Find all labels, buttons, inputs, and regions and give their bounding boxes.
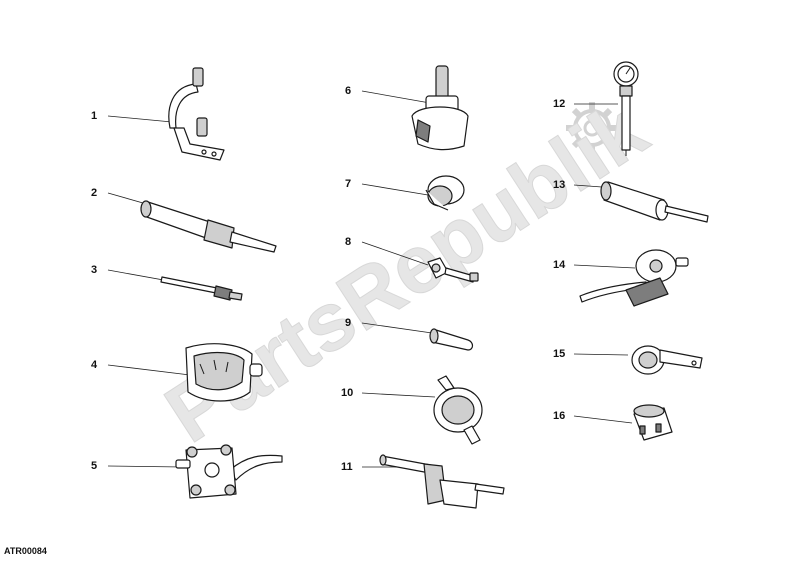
tool-8-clamp-bolt xyxy=(427,257,479,283)
tool-10-clamp-ring xyxy=(433,375,483,445)
tool-4-gauge-housing xyxy=(185,343,263,402)
tool-14-flywheel-puller xyxy=(579,249,689,307)
tool-9-capsule-plug xyxy=(429,328,474,351)
diagram-reference-code: ATR00084 xyxy=(4,546,47,556)
callout-12: 12 xyxy=(553,98,565,110)
tool-2-drift xyxy=(140,200,277,253)
tool-1-c-clamp xyxy=(168,67,225,161)
callout-5: 5 xyxy=(91,460,97,472)
callout-13: 13 xyxy=(553,179,565,191)
callout-15: 15 xyxy=(553,348,565,360)
tool-5-plate-with-handle xyxy=(175,444,283,499)
tool-7-ring xyxy=(425,175,465,211)
tool-15-socket-handle xyxy=(631,345,703,375)
watermark: PartsRepublik xyxy=(150,83,663,461)
callout-4: 4 xyxy=(91,359,98,371)
tool-3-pin xyxy=(160,276,243,301)
callout-1: 1 xyxy=(91,110,97,122)
tool-12-dial-indicator xyxy=(613,61,639,156)
callout-11: 11 xyxy=(341,461,353,473)
callout-3: 3 xyxy=(91,264,97,276)
callout-8: 8 xyxy=(345,236,351,248)
callout-7: 7 xyxy=(345,178,351,190)
callout-14: 14 xyxy=(553,259,566,271)
tool-11-bracket-shafts xyxy=(379,454,505,509)
watermark-text: PartsRepublik xyxy=(150,83,662,460)
tool-16-hex-socket xyxy=(633,404,673,441)
watermark-gear-icon xyxy=(566,102,618,154)
callout-2: 2 xyxy=(91,187,97,199)
callout-6: 6 xyxy=(345,85,351,97)
tool-13-cylinder-drift xyxy=(600,181,709,223)
tool-6-spindle-block xyxy=(411,65,469,151)
callout-9: 9 xyxy=(345,317,351,329)
callout-10: 10 xyxy=(341,387,353,399)
callout-numbers: 1 2 3 4 5 6 7 8 9 10 11 12 13 14 15 16 xyxy=(91,85,566,473)
callout-16: 16 xyxy=(553,410,565,422)
